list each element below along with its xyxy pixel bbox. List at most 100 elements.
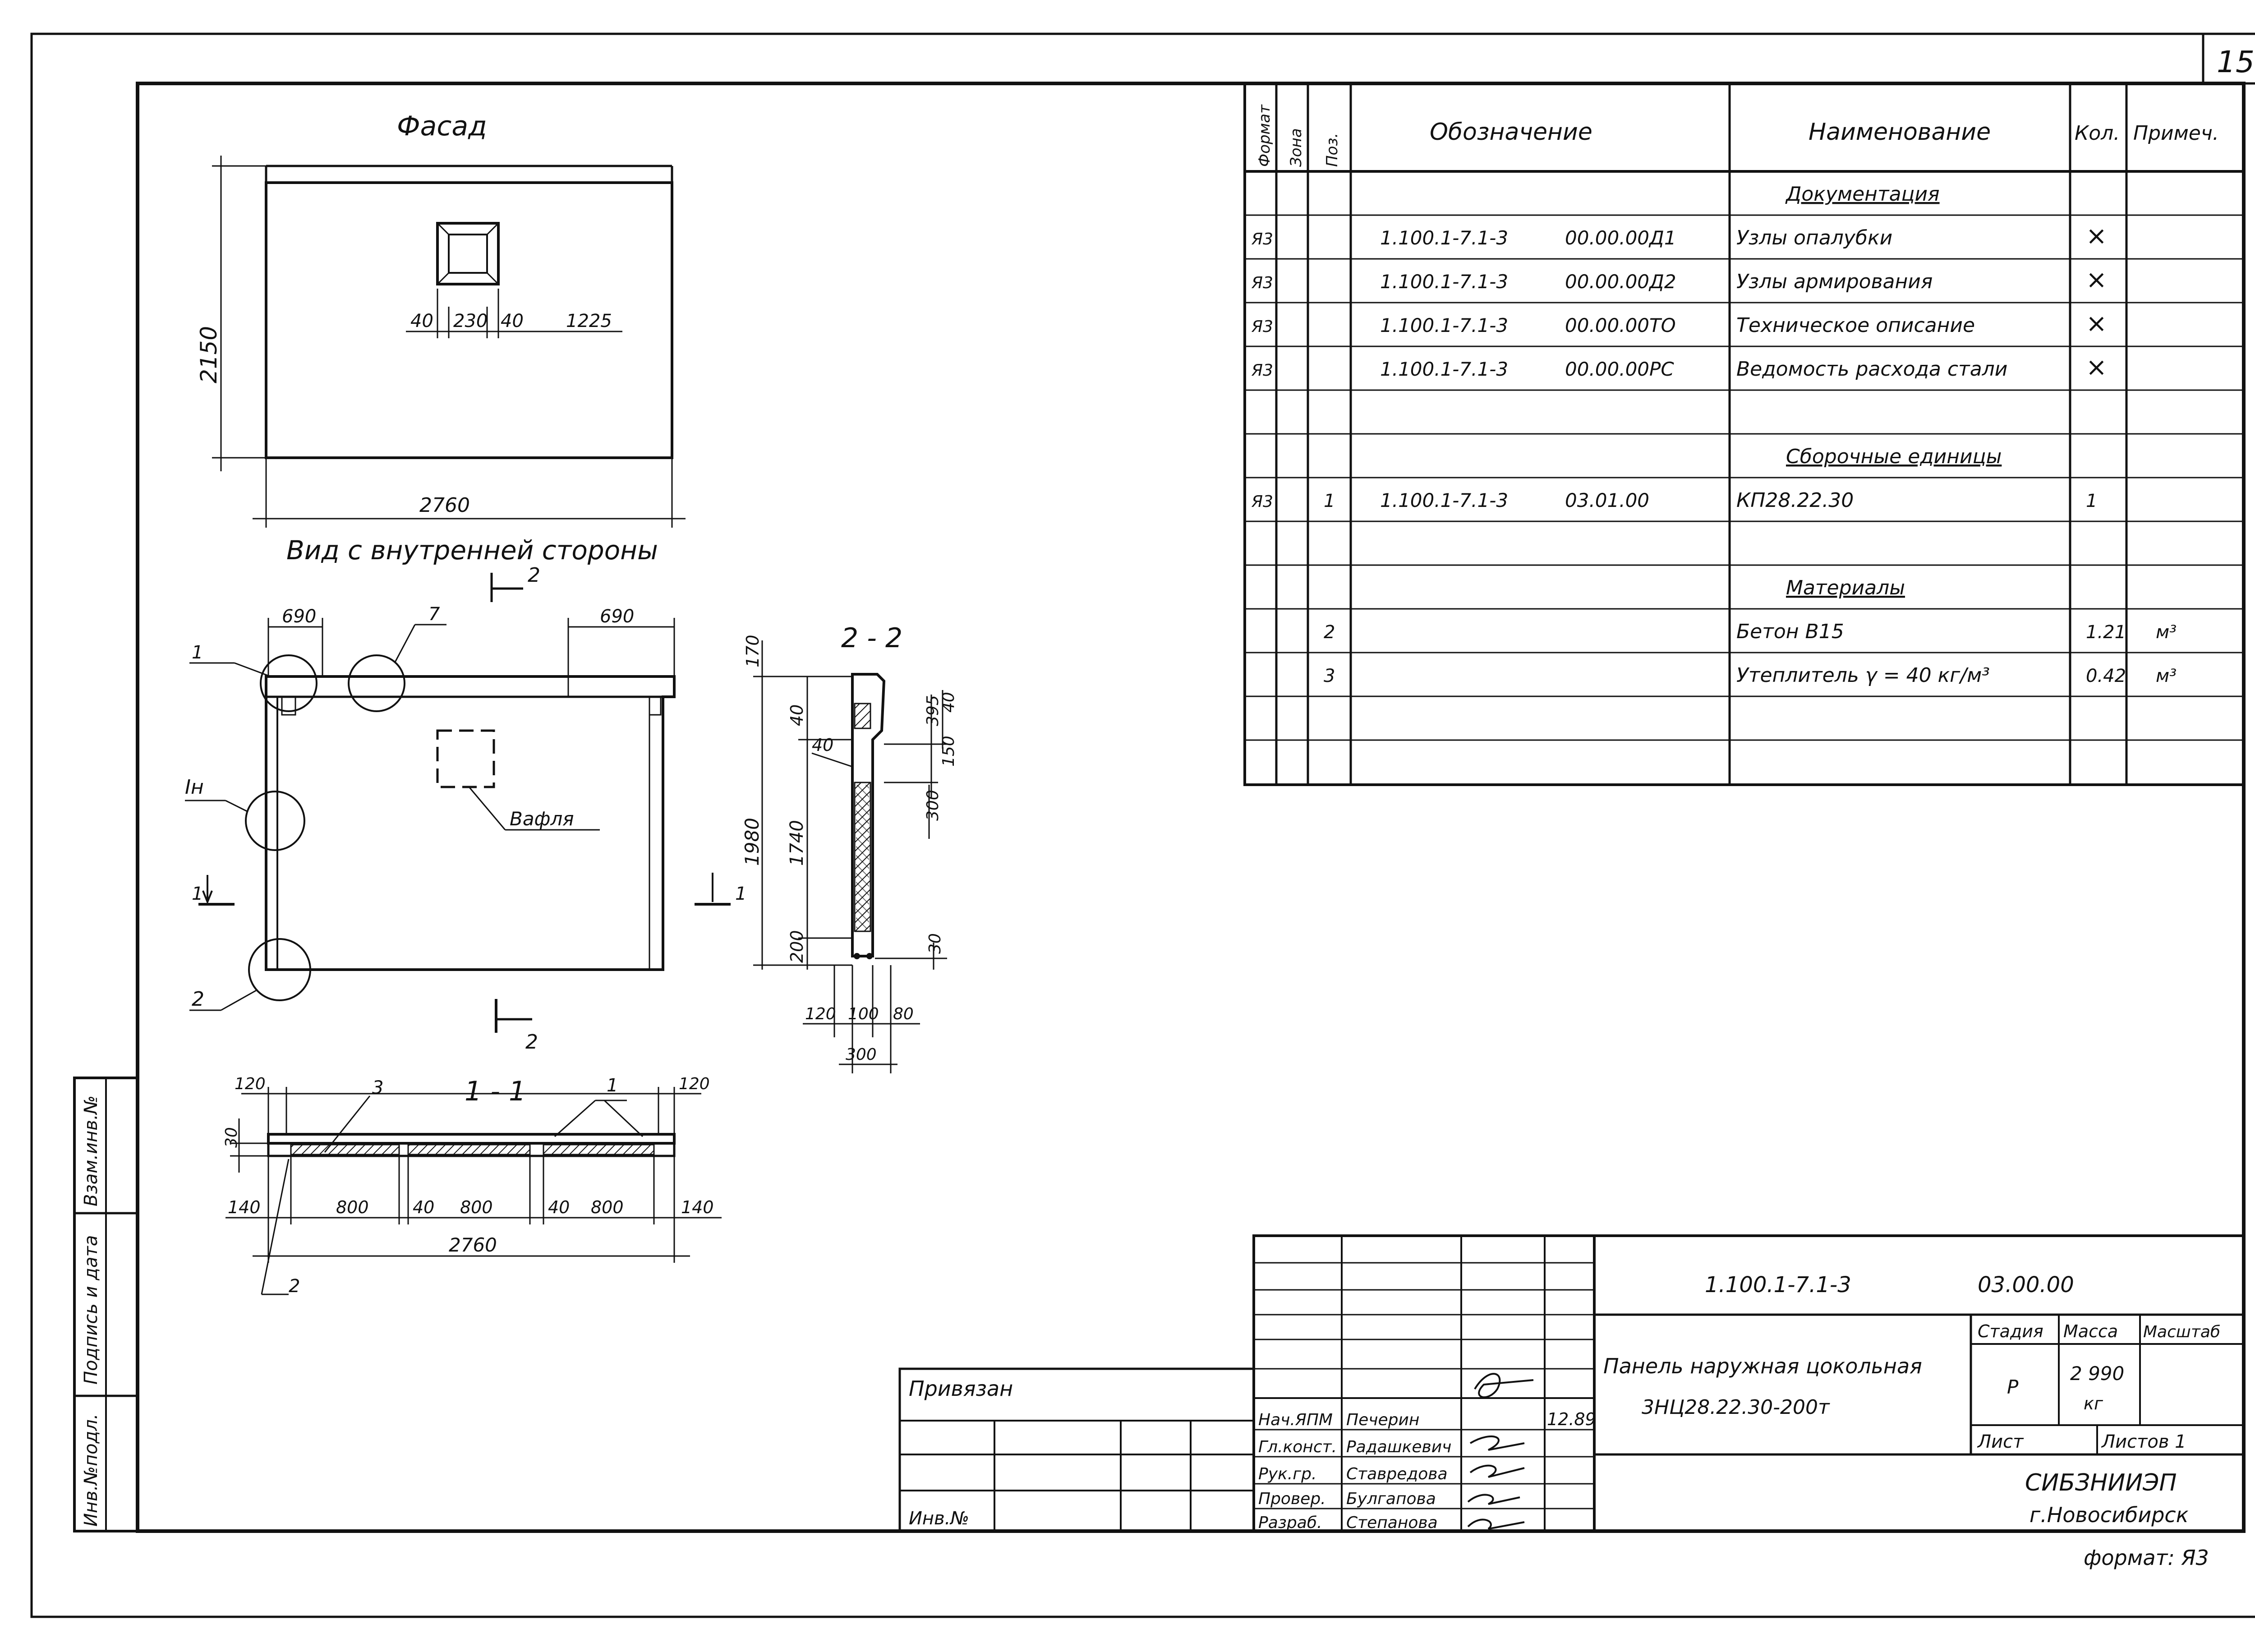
spec-cell-format: Я3 xyxy=(1251,274,1273,292)
stage-header: Стадия xyxy=(1978,1321,2043,1341)
spec-cell-name: Узлы армирования xyxy=(1736,270,1933,293)
header-pos: Поз. xyxy=(1323,133,1341,167)
signatory-row: Провер.Булгапова xyxy=(1258,1490,1436,1508)
leader-2: 2 xyxy=(289,1276,300,1297)
sheets-count: Листов 1 xyxy=(2101,1431,2186,1452)
spec-row: Документация xyxy=(1785,183,1940,206)
inner-view-title: Вид с внутренней стороны xyxy=(286,535,658,566)
organization-name: СИБЗНИИЭП xyxy=(2025,1469,2177,1496)
inner-panel-outline xyxy=(265,675,676,971)
spec-cell-des1: 1.100.1-7.1-3 xyxy=(1380,314,1508,336)
spec-cell-des2: 00.00.00ТО xyxy=(1565,314,1676,336)
spec-cell-qty: × xyxy=(2086,353,2107,382)
spec-cell-pos: 3 xyxy=(1324,666,1335,686)
side-stamp-orig-inv: Инв.№подл. xyxy=(81,1413,101,1527)
product-mark: 3НЦ28.22.30-200т xyxy=(1642,1396,1830,1419)
facade-outline xyxy=(265,181,673,459)
section-1-1-outline xyxy=(267,1133,676,1145)
dim-800: 800 xyxy=(460,1197,493,1217)
format-note: формат: Я3 xyxy=(2084,1546,2209,1570)
spec-cell-note: м³ xyxy=(2156,622,2177,643)
signatory-name: Радашкевич xyxy=(1346,1438,1451,1456)
dim-230: 230 xyxy=(453,311,488,331)
spec-cell-des2: 00.00.00Д2 xyxy=(1565,271,1676,293)
spec-cell-pos: 2 xyxy=(1324,622,1335,643)
dim-690-left: 690 xyxy=(282,606,316,627)
dim-120: 120 xyxy=(235,1075,266,1093)
signature-scribble xyxy=(1467,1494,1520,1505)
spec-cell-des1: 1.100.1-7.1-3 xyxy=(1380,489,1508,511)
spec-cell-name: Узлы опалубки xyxy=(1736,226,1892,249)
drawing-code: 1.100.1-7.1-3 xyxy=(1705,1272,1851,1298)
header-format: Формат xyxy=(1256,104,1274,167)
spec-cell-qty: × xyxy=(2086,221,2107,251)
spec-cell-des2: 00.00.00Д1 xyxy=(1565,227,1676,249)
page-number-box: 15 xyxy=(2202,32,2255,85)
dim-1225: 1225 xyxy=(566,311,612,331)
dim-100: 100 xyxy=(848,1005,879,1023)
dim-80: 80 xyxy=(893,1005,914,1023)
dim-30: 30 xyxy=(222,1127,241,1148)
waffle-label: Вафля xyxy=(510,808,574,830)
dim-40: 40 xyxy=(501,311,524,331)
scale-header: Масштаб xyxy=(2143,1323,2220,1341)
attach-block: Привязан Инв.№ xyxy=(898,1367,1255,1532)
signature-scribble xyxy=(1469,1436,1525,1451)
spec-cell-format: Я3 xyxy=(1251,230,1273,248)
dim-300: 300 xyxy=(924,790,942,821)
dim-40: 40 xyxy=(787,704,807,726)
dim-30: 30 xyxy=(926,933,944,954)
dim-120: 120 xyxy=(805,1005,836,1023)
signature-scribble xyxy=(1469,1464,1525,1478)
signature-scribble xyxy=(1474,1373,1534,1398)
spec-cell-name: Техническое описание xyxy=(1736,314,1975,337)
spec-cell-qty: × xyxy=(2086,309,2107,338)
side-stamp: Взам.инв.№ Подпись и дата Инв.№подл. xyxy=(73,1077,139,1532)
spec-cell-qty: × xyxy=(2086,265,2107,295)
spec-cell-qty: 0.42 xyxy=(2086,666,2126,686)
attached-label: Привязан xyxy=(909,1376,1013,1401)
callout-circle-7 xyxy=(348,654,405,712)
leader-3: 3 xyxy=(372,1077,383,1098)
spec-cell-name: Сборочные единицы xyxy=(1786,445,2002,468)
section-1-1: 1 - 1 120 120 30 140 800 40 800 40 800 1… xyxy=(222,1075,722,1297)
leader-in: Iн xyxy=(185,776,204,799)
mass-value: 2 990 xyxy=(2070,1362,2124,1385)
spec-cell-des1: 1.100.1-7.1-3 xyxy=(1380,227,1508,249)
spec-cell-name: Утеплитель γ = 40 кг/м³ xyxy=(1736,664,1990,687)
inner-side-view: Вид с внутренней стороны 2 690 690 1 7 xyxy=(185,535,746,1054)
product-name: Панель наружная цокольная xyxy=(1603,1354,1922,1378)
callout-circle-2 xyxy=(248,938,311,1001)
signature-scribble xyxy=(1467,1519,1525,1530)
spec-row: Материалы xyxy=(1786,576,1905,599)
dim-150: 150 xyxy=(939,736,958,767)
spec-cell-des2: 00.00.00РС xyxy=(1565,358,1674,380)
spec-row: Сборочные единицы xyxy=(1786,445,2002,468)
facade-view: Фасад 40 230 40 1225 2150 2760 xyxy=(196,110,686,528)
dim-120: 120 xyxy=(679,1075,710,1093)
facade-window xyxy=(436,222,500,285)
signatory-name: Печерин xyxy=(1346,1411,1419,1429)
dim-200: 200 xyxy=(787,930,807,963)
cut-mark-2-bottom: 2 xyxy=(525,1031,538,1054)
section-2-2-title: 2 - 2 xyxy=(841,622,902,654)
dim-800: 800 xyxy=(591,1197,624,1217)
spec-cell-name: КП28.22.30 xyxy=(1736,489,1854,512)
cut-mark-1-right: 1 xyxy=(735,884,746,904)
signatory-role: Рук.гр. xyxy=(1258,1465,1316,1483)
sign-date: 12.89 xyxy=(1547,1409,1596,1429)
spec-cell-qty: 1 xyxy=(2086,491,2097,511)
spec-cell-des2: 03.01.00 xyxy=(1565,489,1649,511)
outer-frame xyxy=(30,32,2255,1618)
page-number: 15 xyxy=(2217,45,2255,79)
dim-40: 40 xyxy=(548,1197,570,1217)
mass-unit: кг xyxy=(2084,1394,2103,1413)
spec-cell-des1: 1.100.1-7.1-3 xyxy=(1380,271,1508,293)
leader-1: 1 xyxy=(607,1075,618,1096)
spec-cell-name: Бетон В15 xyxy=(1736,620,1844,643)
